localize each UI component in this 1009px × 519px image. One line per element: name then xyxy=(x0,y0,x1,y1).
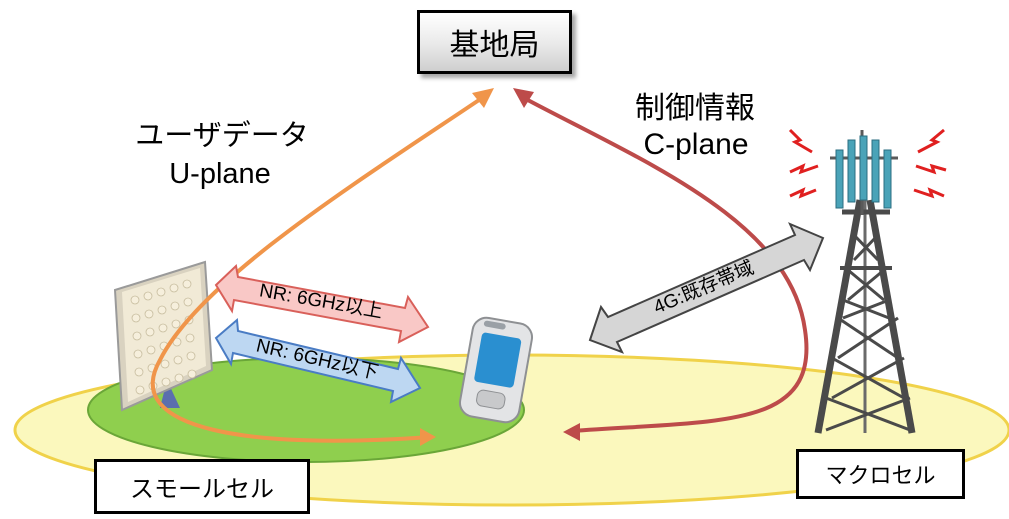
u-plane-label: U-plane xyxy=(169,158,271,190)
c-plane-arrow xyxy=(523,96,809,433)
c-plane-arrowhead-phone xyxy=(563,423,580,441)
u-plane-arrowhead-phone xyxy=(420,428,436,446)
mobile-phone-icon xyxy=(458,316,534,424)
radio-wave-icon xyxy=(788,128,947,199)
c-plane-label: C-plane xyxy=(643,128,749,161)
c-plane-arrowhead-top xyxy=(513,88,534,108)
macro-cell-box: マクロセル xyxy=(796,449,965,499)
base-station-box: 基地局 xyxy=(417,10,572,74)
nr-below-6ghz-arrow xyxy=(214,317,422,404)
base-station-label: 基地局 xyxy=(449,28,540,63)
u-plane-arrow xyxy=(150,96,484,443)
small-cell-box: スモールセル xyxy=(94,459,310,514)
control-info-label: 制御情報 xyxy=(635,92,755,125)
antenna-panel-icon xyxy=(113,260,214,412)
tower-antennas xyxy=(835,135,892,209)
user-data-label: ユーザデータ xyxy=(135,120,309,152)
lte-existing-band-arrow xyxy=(588,222,825,354)
u-plane-arrowhead-top xyxy=(472,88,494,108)
nr-above-6ghz-arrow xyxy=(214,264,430,344)
macro-cell-label: マクロセル xyxy=(825,464,936,489)
small-cell-label: スモールセル xyxy=(130,475,274,503)
